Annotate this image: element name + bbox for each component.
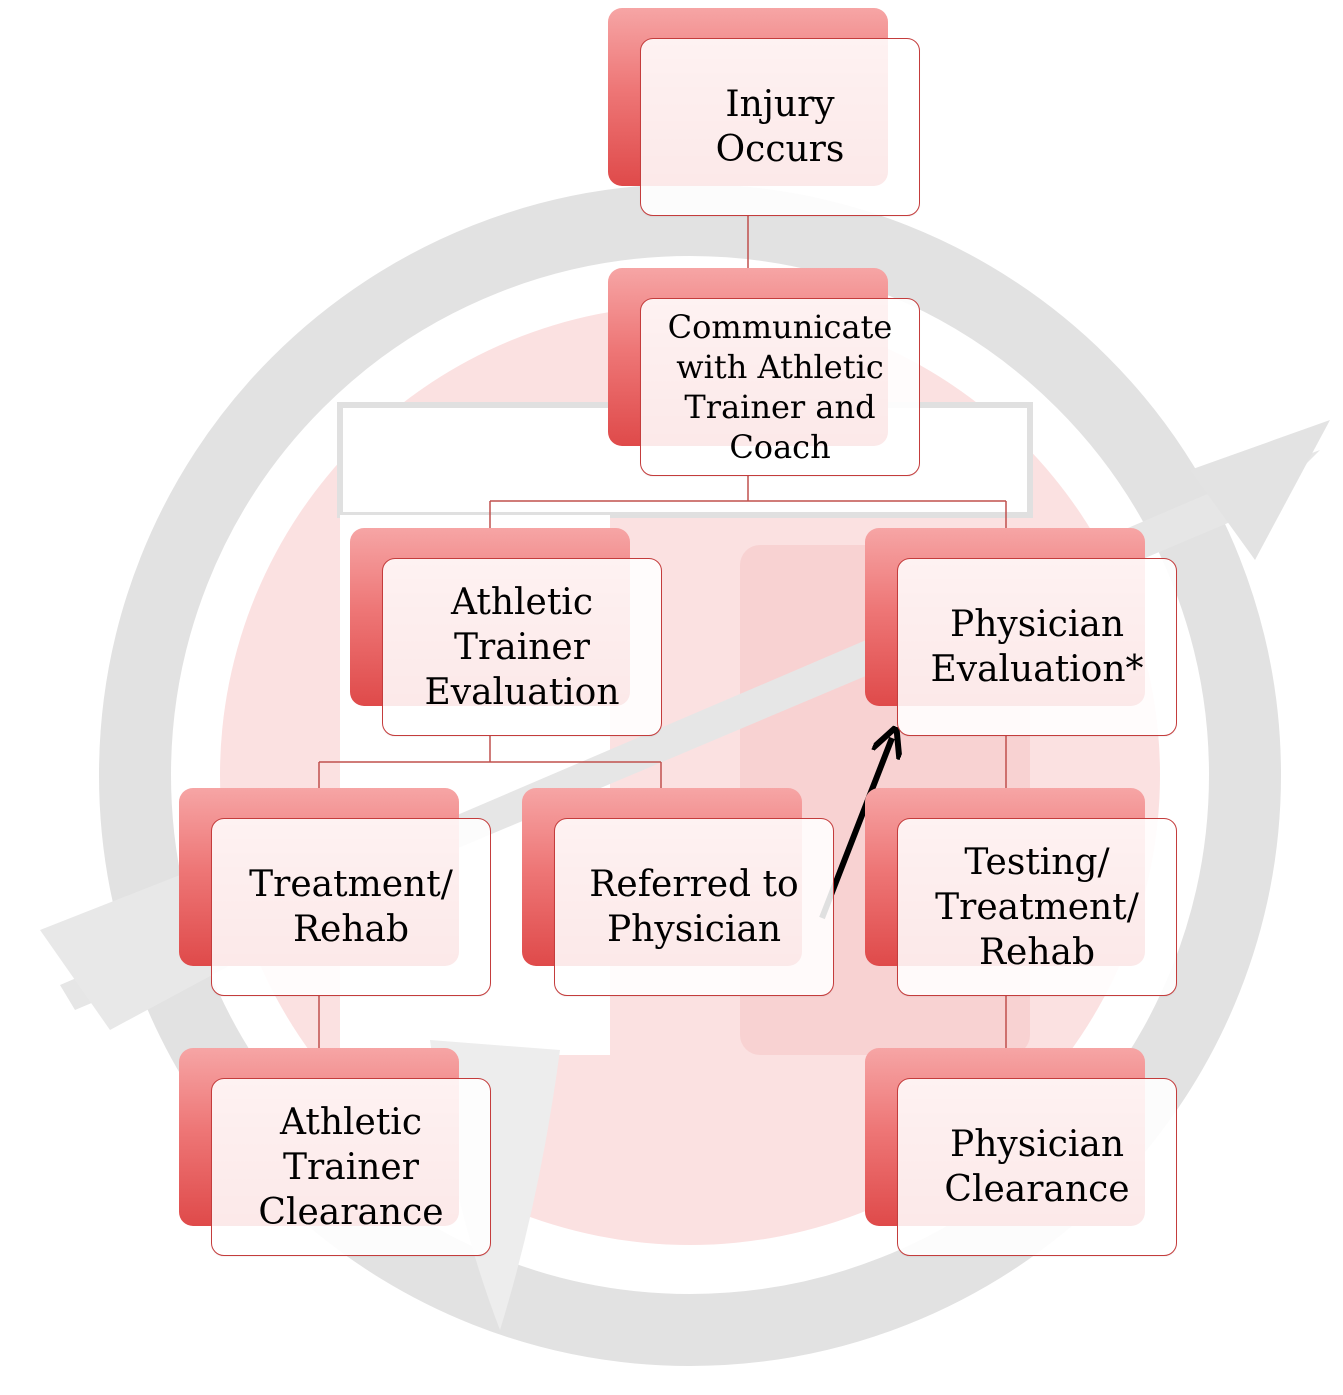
node-athletic-trainer-evaluation: Athletic Trainer Evaluation [350, 528, 694, 736]
node-label: Athletic Trainer Clearance [258, 1101, 444, 1233]
node-box [897, 818, 1177, 996]
node-box [554, 818, 834, 996]
node-box [897, 558, 1177, 736]
node-box [382, 558, 662, 736]
node-label: Physician Evaluation* [930, 604, 1144, 690]
emblem-arrowhead [1190, 420, 1330, 560]
node-box [211, 818, 491, 996]
node-box [640, 298, 920, 476]
node-referred-to-physician: Referred to Physician [522, 788, 866, 996]
node-label: Referred to Physician [589, 864, 799, 950]
node-box [640, 38, 920, 216]
node-label: Testing/ Treatment/ Rehab [935, 841, 1139, 973]
node-box [211, 1078, 491, 1256]
node-label: Injury Occurs [715, 84, 845, 170]
emblem-ring [99, 184, 1281, 1366]
node-physician-clearance: Physician Clearance [865, 1048, 1209, 1256]
node-physician-evaluation: Physician Evaluation* [865, 528, 1209, 736]
node-label: Treatment/ Rehab [249, 864, 453, 950]
node-treatment-rehab: Treatment/ Rehab [179, 788, 523, 996]
node-label: Athletic Trainer Evaluation [424, 581, 620, 713]
node-injury-occurs: Injury Occurs [608, 8, 952, 216]
node-label: Physician Clearance [944, 1124, 1130, 1210]
node-box [897, 1078, 1177, 1256]
node-athletic-trainer-clearance: Athletic Trainer Clearance [179, 1048, 523, 1256]
node-communicate: Communicate with Athletic Trainer and Co… [608, 268, 952, 476]
node-label: Communicate with Athletic Trainer and Co… [667, 308, 893, 466]
node-testing-treatment-rehab: Testing/ Treatment/ Rehab [865, 788, 1209, 996]
